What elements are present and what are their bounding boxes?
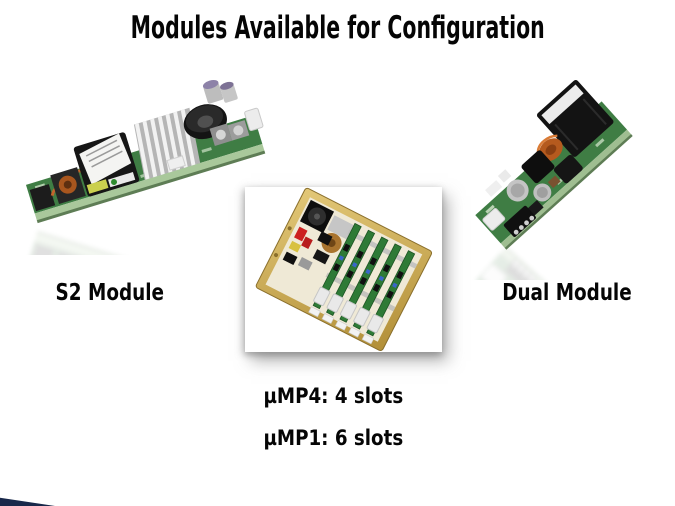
caption-ump1: µMP1: 6 slots (227, 426, 439, 450)
ump-chassis-photo (255, 187, 433, 352)
caption-ump4: µMP4: 4 slots (227, 384, 439, 408)
corner-accent-shape (0, 497, 55, 506)
s2-module-label-text: S2 Module (55, 280, 165, 306)
chassis-card (245, 187, 442, 352)
caption-ump4-text: µMP4: 4 slots (263, 384, 403, 408)
dual-module-label-text: Dual Module (502, 280, 632, 306)
s2-module-label: S2 Module (10, 280, 210, 306)
s2-module-photo (18, 79, 273, 255)
caption-ump1-text: µMP1: 6 slots (263, 426, 403, 450)
page-title-text: Modules Available for Configuration (130, 10, 545, 46)
page-title: Modules Available for Configuration (0, 10, 675, 46)
dual-module-photo (452, 80, 634, 280)
dual-module-label: Dual Module (467, 280, 667, 306)
